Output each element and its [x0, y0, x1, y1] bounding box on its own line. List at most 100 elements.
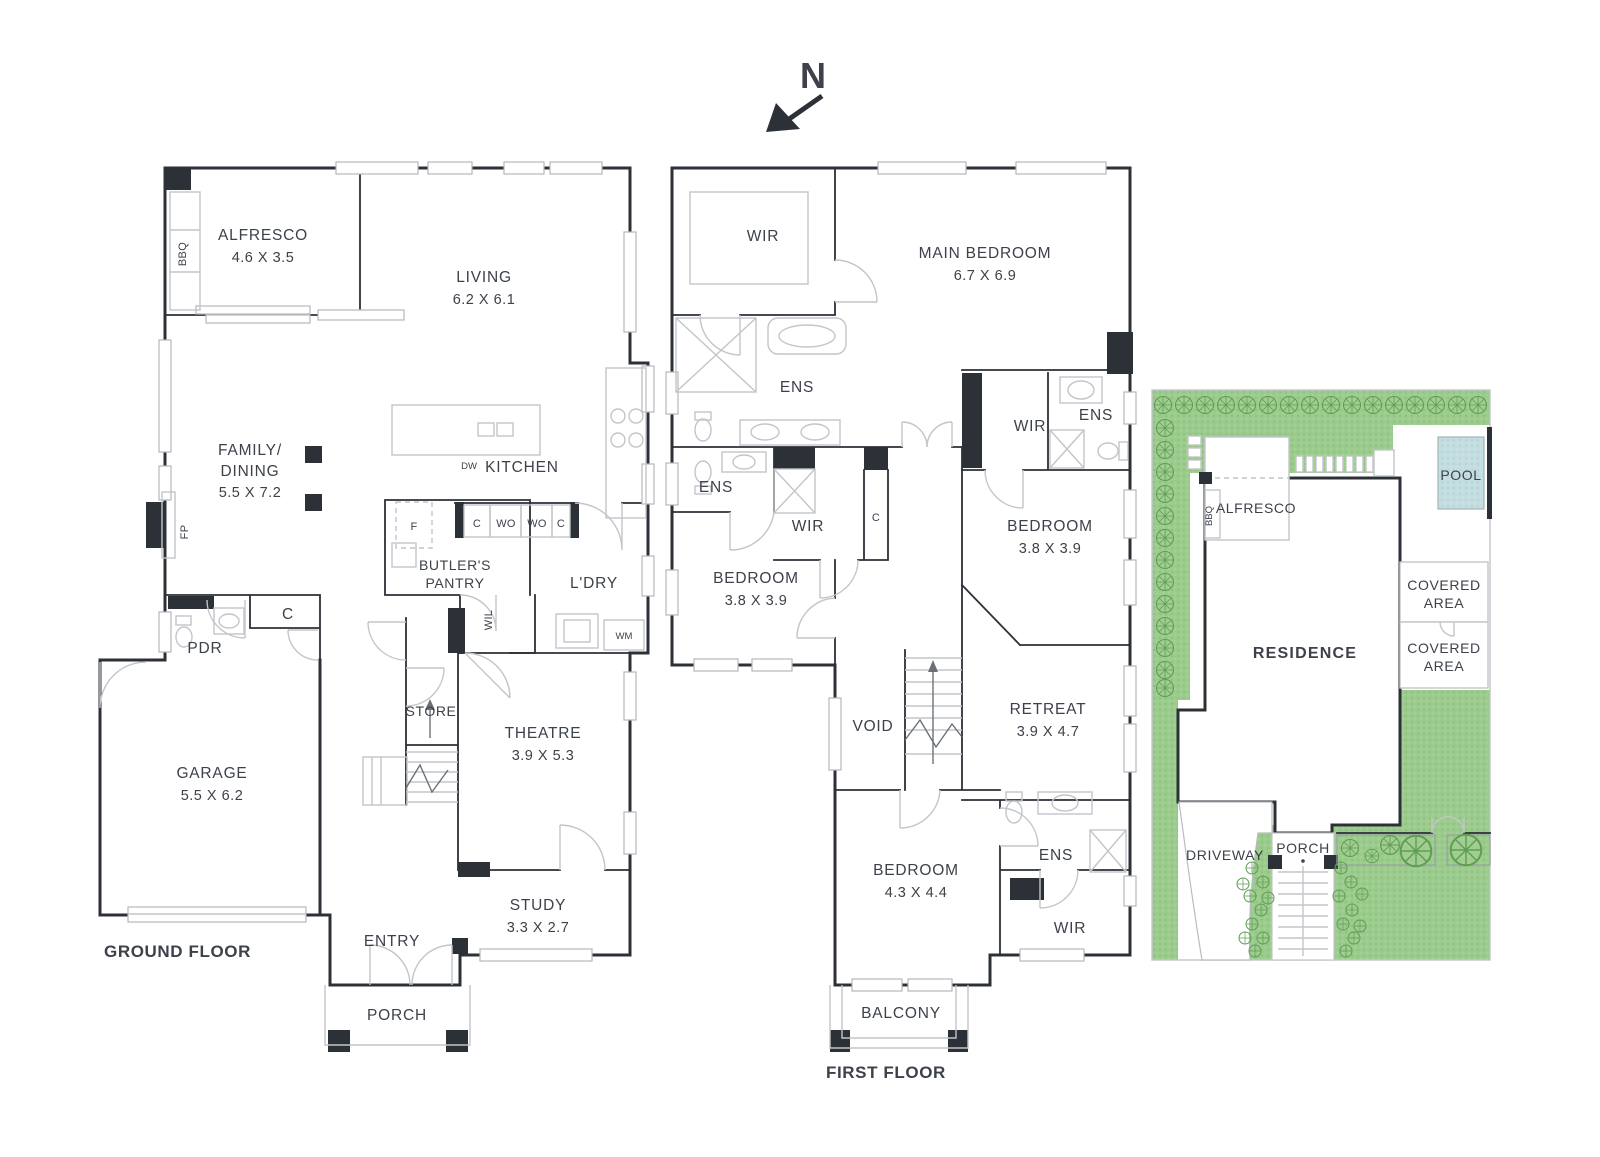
room-label-wir-lower: WIR — [1054, 920, 1087, 937]
room-label-void: VOID — [852, 718, 893, 735]
wir-ens-right-walls — [960, 369, 1131, 647]
kitchen-sink — [477, 422, 495, 437]
room-dims-bedroom2: 3.8 X 3.9 — [725, 593, 788, 609]
bbq-label: BBQ — [177, 242, 189, 266]
room-label-alfresco: ALFRESCO — [218, 227, 308, 244]
window — [665, 569, 679, 616]
window — [623, 231, 637, 333]
first-floor-doors — [699, 259, 1079, 909]
cabinet — [551, 504, 571, 538]
room-label-wir-main: WIR — [747, 228, 780, 245]
pool-fence — [1487, 427, 1492, 519]
room-label-bedroom4: BEDROOM — [873, 862, 959, 879]
wall-post — [165, 168, 191, 190]
window — [877, 161, 967, 175]
first-floor-plan: WIR MAIN BEDROOM 6.7 X 6.9 ENS ENS WIR C… — [665, 161, 1137, 1082]
wall-post — [458, 862, 490, 877]
cabinet-label: C — [557, 518, 565, 530]
room-dims-theatre: 3.9 X 5.3 — [512, 748, 575, 764]
step — [1187, 459, 1202, 470]
wall-post — [1107, 332, 1133, 374]
room-label-family-2: DINING — [220, 463, 279, 480]
room-dims-retreat: 3.9 X 4.7 — [1017, 724, 1080, 740]
wall-post — [452, 938, 468, 954]
room-dims-study: 3.3 X 2.7 — [507, 920, 570, 936]
powder-walls — [164, 594, 321, 661]
first-floor-stairs — [904, 657, 963, 764]
laundry-tub-basin — [563, 619, 591, 643]
window — [623, 811, 637, 855]
window — [641, 555, 655, 597]
ground-doors — [99, 502, 623, 986]
room-label-garage: GARAGE — [176, 765, 247, 782]
window — [335, 161, 419, 175]
room-label-kitchen: KITCHEN — [485, 459, 559, 476]
wir-robe — [689, 191, 809, 285]
ens-lower-fixtures — [1005, 791, 1127, 873]
wall-post — [864, 447, 888, 470]
cooktop-burner — [628, 432, 644, 448]
dishwasher-label: DW — [461, 461, 477, 472]
kitchen-island — [391, 404, 541, 456]
ens-right-fixtures — [1049, 376, 1129, 469]
sliding-door — [195, 305, 311, 315]
room-dims-garage: 5.5 X 6.2 — [181, 788, 244, 804]
washing-machine — [603, 619, 645, 651]
step — [1187, 447, 1202, 458]
porch-post — [328, 1030, 350, 1052]
porch-post — [1324, 855, 1338, 869]
balcony-outline — [829, 985, 969, 1049]
room-dims-main-bedroom: 6.7 X 6.9 — [954, 268, 1017, 284]
cooktop-burner — [628, 408, 644, 424]
window — [665, 462, 679, 506]
site-label-residence: RESIDENCE — [1253, 645, 1357, 662]
site-label-porch: PORCH — [1276, 840, 1330, 856]
garden-right-block — [1400, 690, 1490, 960]
room-label-ens-left: ENS — [699, 479, 733, 496]
wall-post — [448, 608, 465, 653]
balcony-post — [948, 1030, 968, 1052]
room-label-store: STORE — [406, 703, 457, 719]
first-floor-title: FIRST FLOOR — [826, 1063, 946, 1082]
fireplace — [161, 491, 176, 559]
room-dims-alfresco: 4.6 X 3.5 — [232, 250, 295, 266]
window — [907, 978, 953, 992]
fireplace-block — [146, 502, 166, 548]
wall-post — [570, 502, 579, 538]
room-label-porch: PORCH — [367, 1007, 427, 1024]
window — [1015, 161, 1107, 175]
room-label-ens-right: ENS — [1079, 407, 1113, 424]
site-label-alfresco: ALFRESCO — [1216, 500, 1296, 516]
balcony-post — [830, 1030, 850, 1052]
site-alfresco — [1204, 436, 1290, 541]
residence-fill — [1178, 478, 1400, 833]
fridge-space — [395, 501, 433, 549]
cabinet-label: C — [473, 518, 481, 530]
window — [158, 611, 172, 653]
ens-main-fixtures — [675, 317, 847, 446]
north-indicator: N — [766, 55, 826, 132]
room-label-ens-lower: ENS — [1039, 847, 1073, 864]
window — [1123, 723, 1137, 773]
stair-hall-walls — [834, 446, 1001, 791]
cooktop-burner — [610, 408, 626, 424]
window — [1123, 559, 1137, 606]
room-label-balcony: BALCONY — [861, 1005, 941, 1022]
window — [317, 309, 405, 321]
room-label-wir-right: WIR — [1014, 418, 1047, 435]
closet-label: C — [282, 606, 294, 623]
porch-post — [446, 1030, 468, 1052]
site-label-covered1-line1: COVERED — [1407, 577, 1480, 593]
wall-post — [1010, 878, 1044, 900]
porch-post — [1268, 855, 1282, 869]
powder-basin — [218, 613, 240, 629]
step — [1187, 435, 1202, 446]
window — [1123, 875, 1137, 907]
site-label-covered2-line1: COVERED — [1407, 640, 1480, 656]
room-dims-living: 6.2 X 6.1 — [453, 292, 516, 308]
ens-left-fixtures — [694, 451, 816, 514]
window — [1123, 391, 1137, 425]
oven-label: WO — [527, 518, 547, 530]
covered-area-2 — [1399, 621, 1489, 689]
